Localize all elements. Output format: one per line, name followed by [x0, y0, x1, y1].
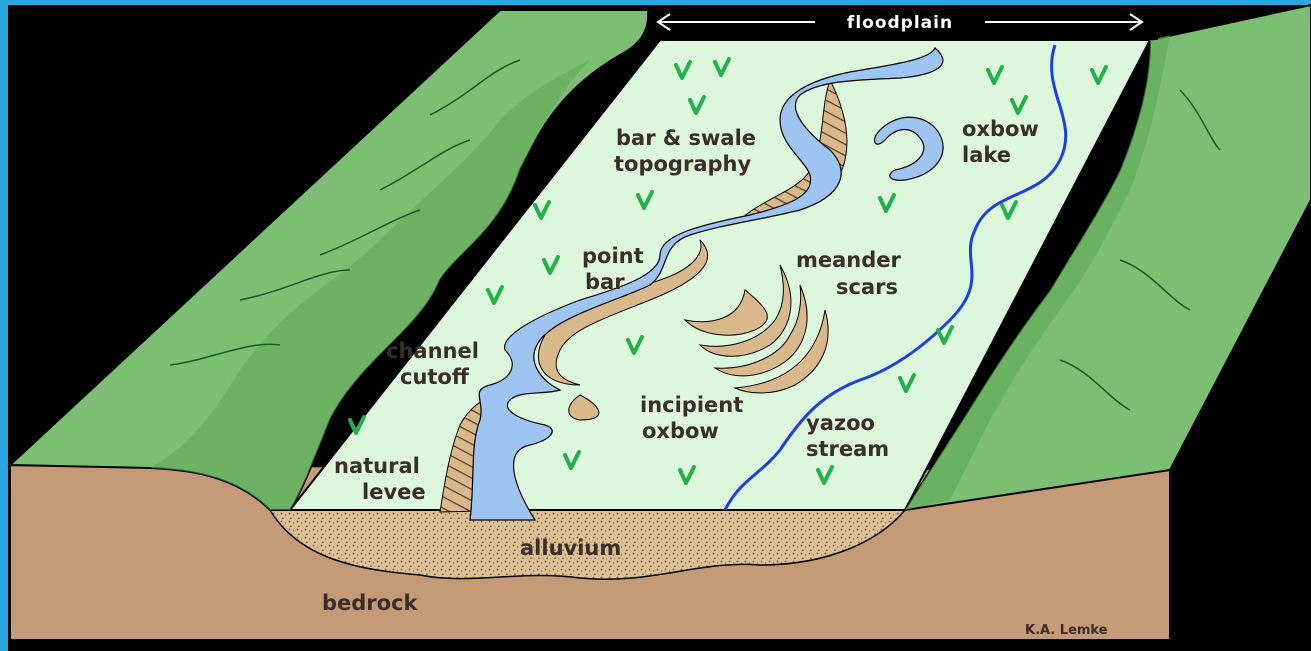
label-meander-scars-line1: meander	[796, 248, 902, 272]
label-meander-scars-line2: scars	[836, 275, 898, 299]
label-natural-levee-line1: natural	[334, 454, 420, 478]
frame-left-border	[0, 0, 8, 651]
label-bar-swale-line2: topography	[614, 152, 751, 176]
label-bedrock: bedrock	[322, 591, 419, 615]
label-channel-cutoff-line2: cutoff	[400, 365, 470, 389]
label-channel-cutoff-line1: channel	[386, 339, 479, 363]
label-point-bar-line1: point	[582, 244, 644, 268]
label-point-bar-line2: bar	[585, 270, 625, 294]
label-incipient-oxbow-line2: oxbow	[642, 419, 719, 443]
label-yazoo-stream-line1: yazoo	[806, 411, 875, 435]
label-credit: K.A. Lemke	[1025, 623, 1108, 638]
frame-top-border	[0, 0, 1311, 5]
label-alluvium: alluvium	[520, 536, 621, 560]
label-bar-swale-line1: bar & swale	[616, 126, 756, 150]
label-oxbow-lake-line1: oxbow	[962, 117, 1039, 141]
label-floodplain: floodplain	[847, 13, 953, 33]
label-oxbow-lake-line2: lake	[962, 143, 1011, 167]
label-incipient-oxbow-line1: incipient	[640, 393, 743, 417]
label-natural-levee-line2: levee	[362, 480, 426, 504]
label-yazoo-stream-line2: stream	[806, 437, 889, 461]
